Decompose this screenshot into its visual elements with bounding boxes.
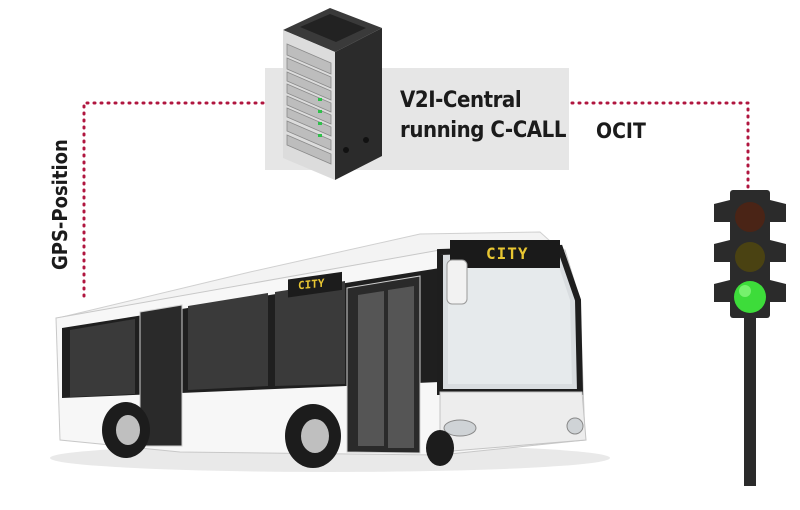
- city-bus-icon: [50, 231, 610, 472]
- connector-gps: [82, 101, 265, 300]
- connector-ocit: [570, 101, 750, 190]
- ocit-label: OCIT: [596, 119, 646, 143]
- red-lamp-icon: [735, 202, 765, 232]
- central-label-line2: running C-CALL: [400, 118, 566, 143]
- gps-position-label: GPS-Position: [48, 139, 72, 270]
- green-lamp-icon: [734, 281, 766, 313]
- central-label-line1: V2I-Central: [400, 88, 522, 113]
- central-label: V2I-Central running C-CALL: [400, 86, 566, 146]
- bus-destination-sign: CITY: [486, 244, 529, 263]
- yellow-lamp-icon: [735, 242, 765, 272]
- server-rack-icon: [283, 8, 382, 180]
- traffic-light-icon: [714, 190, 786, 486]
- bus-side-sign: CITY: [298, 276, 325, 293]
